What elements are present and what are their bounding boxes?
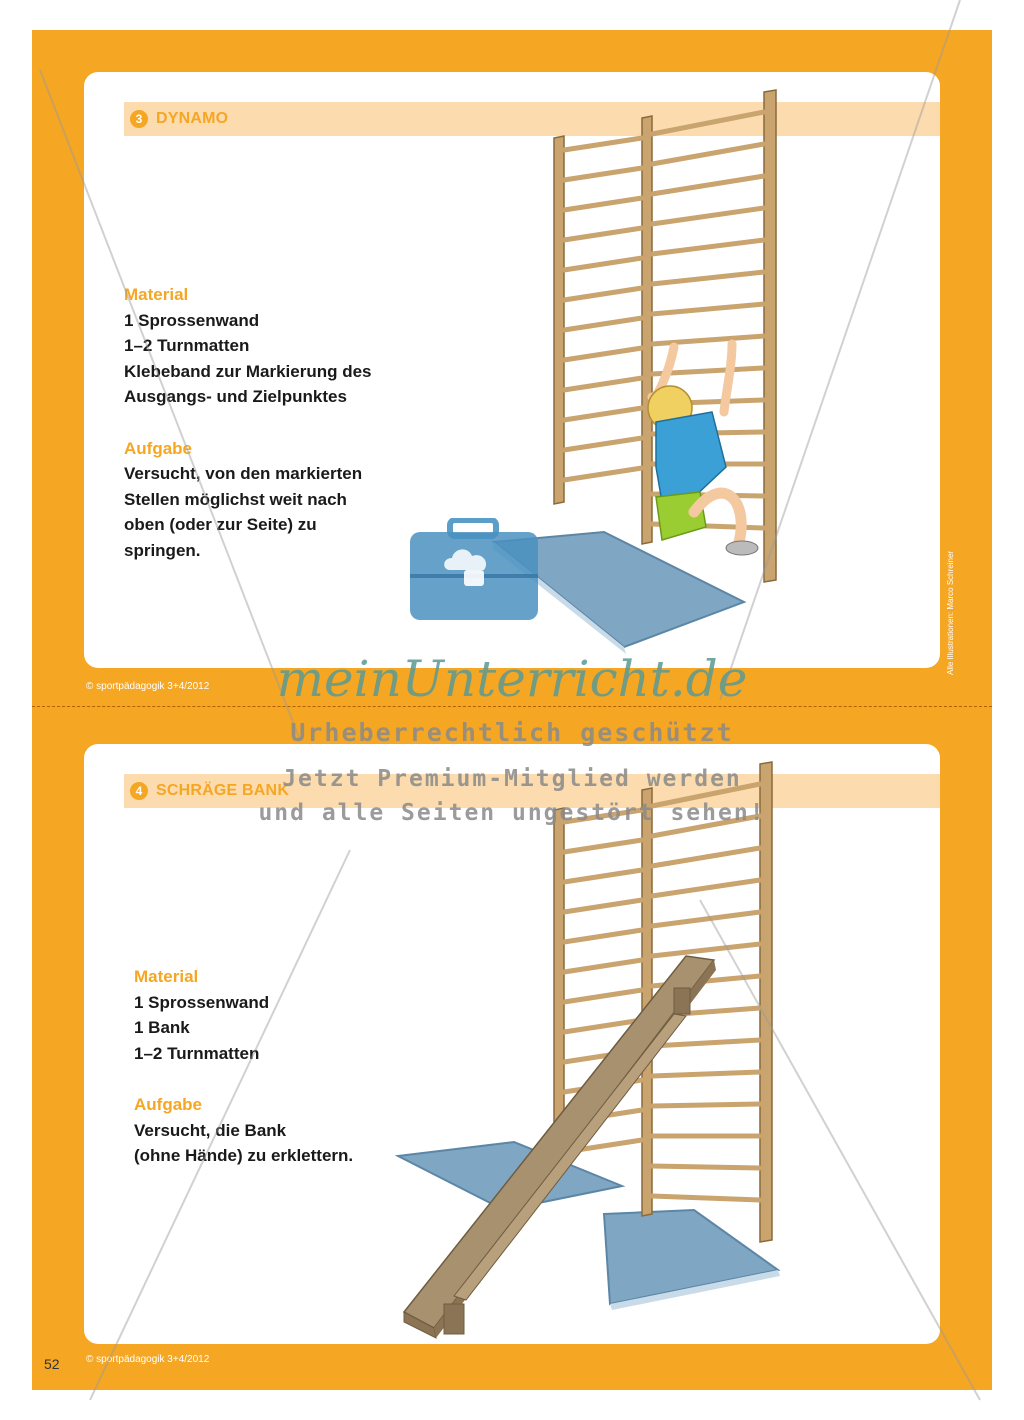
task-line: Versucht, von den markierten	[124, 464, 363, 483]
card-title: DYNAMO	[156, 110, 229, 127]
briefcase-cloud-icon	[410, 518, 538, 620]
wall-bars-climber-illustration	[491, 89, 777, 654]
card-title-bar: 4 SCHRÄGE BANK	[124, 774, 940, 808]
card-number-badge: 3	[130, 110, 148, 128]
task-line: Stellen möglichst weit nach	[124, 489, 347, 509]
card-text: Material 1 Sprossenwand 1 Bank 1–2 Turnm…	[134, 964, 353, 1169]
material-line: 1 Sprossenwand	[134, 992, 270, 1012]
card-title-bar: 3 DYNAMO	[124, 102, 940, 136]
material-line: 1 Bank	[134, 1018, 190, 1037]
wall-bars-bench-illustration	[394, 761, 781, 1339]
task-line: oben (oder zur Seite) zu	[124, 515, 317, 534]
copyright-text: © sportpädagogik 3+4/2012	[86, 1354, 210, 1365]
card-title: SCHRÄGE BANK	[156, 782, 290, 799]
material-line: 1–2 Turnmatten	[124, 336, 250, 355]
card-number-badge: 4	[130, 782, 148, 800]
task-line: (ohne Hände) zu erklettern.	[134, 1146, 354, 1165]
task-line: springen.	[124, 540, 201, 560]
card-text: Material 1 Sprossenwand 1–2 Turnmatten K…	[124, 282, 372, 563]
cut-line	[32, 706, 992, 707]
task-line: Versucht, die Bank	[134, 1120, 287, 1140]
card-schraege-bank: 4 SCHRÄGE BANK Material 1 Sprossenwand 1…	[84, 744, 940, 1344]
task-heading: Aufgabe	[124, 438, 192, 458]
material-line: Ausgangs- und Zielpunktes	[124, 387, 347, 406]
illustration-credit: Alle Illustrationen: Marco Schreiner	[946, 550, 955, 675]
card-dynamo: 3 DYNAMO Material 1 Sprossenwand 1–2 Tur…	[84, 72, 940, 668]
material-line: 1 Sprossenwand	[124, 310, 260, 330]
material-line: 1–2 Turnmatten	[134, 1043, 260, 1063]
material-heading: Material	[134, 967, 199, 986]
material-heading: Material	[124, 285, 189, 304]
material-line: Klebeband zur Markierung des	[124, 361, 372, 381]
page-number: 52	[44, 1356, 60, 1372]
task-heading: Aufgabe	[134, 1095, 202, 1114]
copyright-text: © sportpädagogik 3+4/2012	[86, 681, 210, 692]
